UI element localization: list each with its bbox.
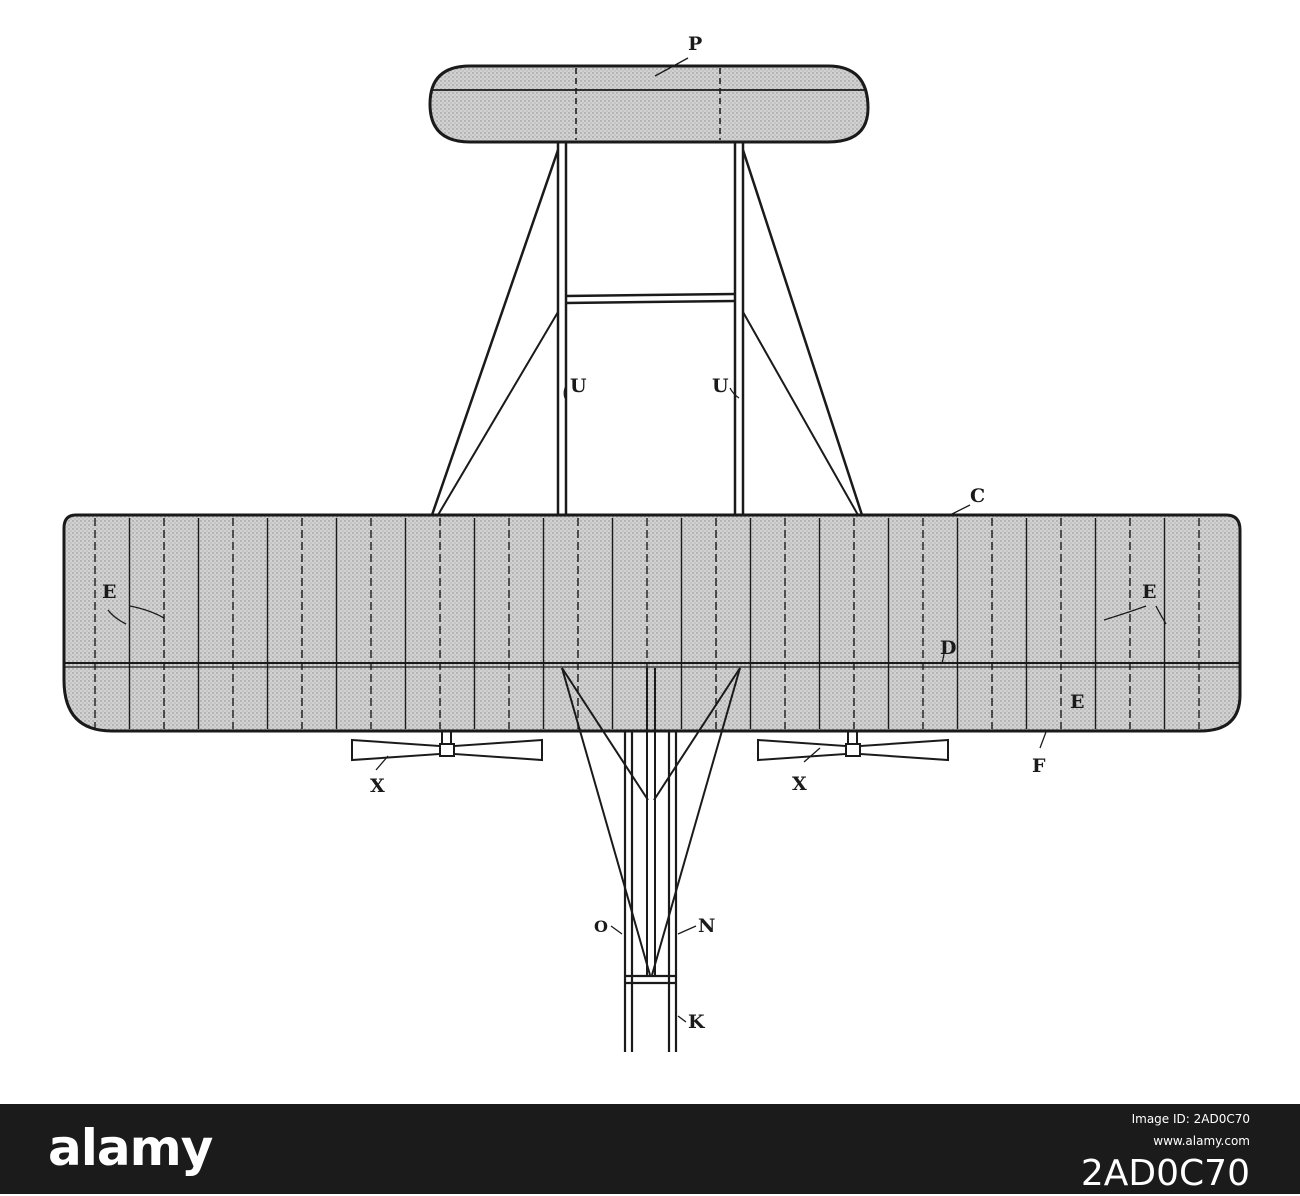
label-p: P xyxy=(688,33,702,55)
diagram-canvas: P U U C E E D E F X X O N K xyxy=(62,33,1242,1052)
propeller-left xyxy=(351,731,543,762)
image-id: 2AD0C70 xyxy=(1080,1153,1250,1194)
wing-ribs xyxy=(94,518,1200,729)
tail-surface xyxy=(428,64,870,144)
label-c: C xyxy=(970,485,985,507)
label-f: F xyxy=(1032,755,1046,777)
label-n: N xyxy=(698,915,715,937)
label-d: D xyxy=(940,637,956,659)
label-u-right: U xyxy=(712,375,729,397)
main-plane xyxy=(62,513,1242,733)
label-e-right: E xyxy=(1142,581,1156,603)
label-x-right: X xyxy=(792,773,807,795)
letter-labels: P U U C E E D E F X X O N K xyxy=(102,33,1156,1033)
propeller-right xyxy=(757,731,949,762)
label-x-left: X xyxy=(370,775,385,797)
biplane-plan-diagram: P U U C E E D E F X X O N K xyxy=(62,33,1242,1052)
front-frame xyxy=(561,667,741,1052)
image-id-label: Image ID: 2AD0C70 xyxy=(1131,1112,1250,1126)
label-u-left: U xyxy=(570,375,587,397)
leader-lines xyxy=(107,57,1167,1023)
stock-meta: Image ID: 2AD0C70 www.alamy.com 2AD0C70 xyxy=(1081,1108,1250,1196)
label-e-lower: E xyxy=(1070,691,1084,713)
label-e-left: E xyxy=(102,581,116,603)
stock-footer-bar xyxy=(0,1104,1300,1194)
label-k: K xyxy=(688,1011,706,1033)
stock-logo-text: alamy xyxy=(48,1119,213,1177)
tail-outriggers xyxy=(430,143,864,516)
site-url: www.alamy.com xyxy=(1153,1134,1250,1148)
label-o: O xyxy=(594,917,608,936)
